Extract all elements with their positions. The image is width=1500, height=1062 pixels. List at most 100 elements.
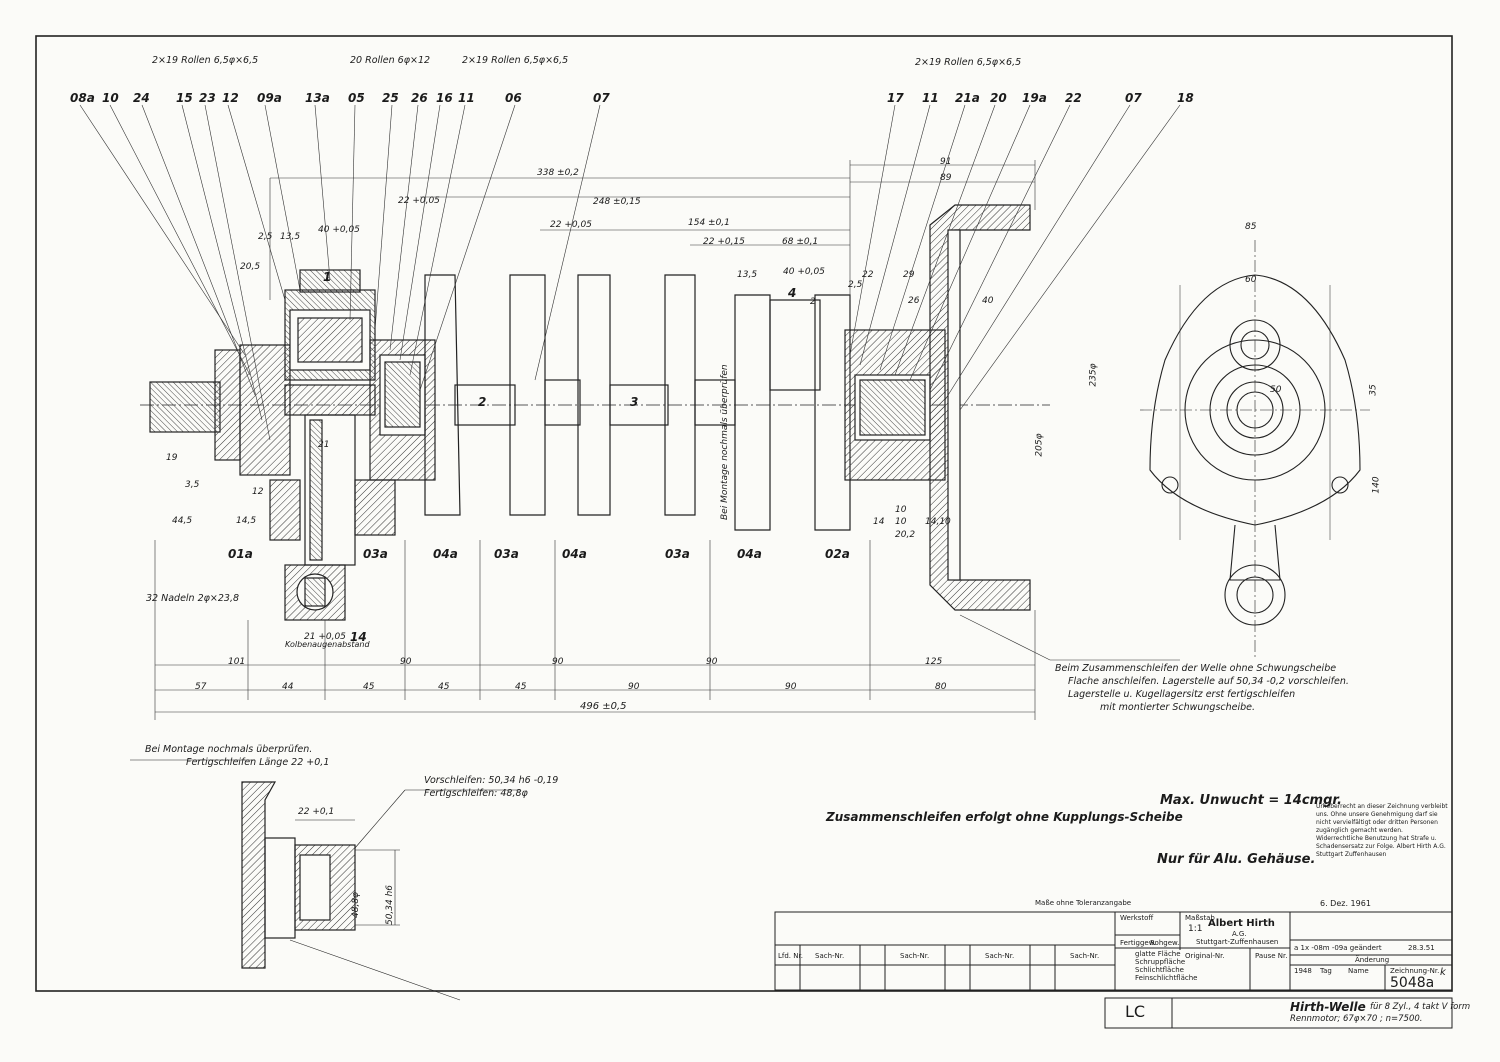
drawing-number: 5048a [1390,975,1435,991]
part-label: 21a [955,91,980,105]
surface-label: glatte Fläche [1135,950,1181,958]
original-label: Original-Nr. [1185,952,1225,960]
detail-fertig-note: Fertigschleifen Länge 22 +0,1 [186,757,330,768]
change-date: 28.3.51 [1408,944,1435,952]
part-label: 16 [436,91,453,105]
kolben-note: Kolbenaugenabstand [285,640,370,649]
zusammen-note: Zusammenschleifen erfolgt ohne Kupplungs… [826,810,1183,824]
drawing-title: Hirth-Welle [1290,1000,1366,1014]
zeichnung-label: Zeichnung-Nr. [1390,967,1440,975]
surface-label: Feinschlichtfläche [1135,974,1198,982]
dim: 35 [1368,384,1379,396]
change-row: a 1x -08m -09a geändert [1294,944,1382,952]
part-label: 20 [990,91,1007,105]
part-label: 12 [222,91,239,105]
year-label: 1948 [1294,967,1312,975]
dim-total: 496 ±0,5 [580,701,627,712]
right-note-line: Lagerstelle u. Kugellagersitz erst ferti… [1068,689,1296,700]
part-label: 09a [257,91,282,105]
part-label: 02a [825,547,850,561]
part-label: 17 [887,91,904,105]
dim: 90 [552,657,564,667]
dim: 22 +0,05 [398,196,440,206]
dim: 40 +0,05 [318,225,360,235]
dim: 12 [252,487,264,497]
lc-stamp: LC [1125,1002,1146,1021]
dim: 125 [925,657,943,667]
dim: 10 [895,517,907,527]
dim: 22 +0,15 [703,237,745,247]
dim: 140 [1371,476,1382,494]
pause-label: Pause Nr. [1255,952,1288,960]
right-note-line: Flache anschleifen. Lagerstelle auf 50,3… [1068,676,1349,687]
part-label: 11 [458,91,475,105]
dim: 22 +0,1 [298,807,335,817]
dim: 45 [363,682,375,692]
rollen-note-right: 2×19 Rollen 6,5φ×6,5 [915,57,1022,68]
massstab-label: Maßstab [1185,914,1215,922]
dim: 101 [228,657,246,667]
part-label: 14 [350,630,367,644]
right-note-line: Beim Zusammenschleifen der Welle ohne Sc… [1055,663,1337,674]
nadeln-note: 32 Nadeln 2φ×23,8 [146,593,240,604]
drawing-subtitle: für 8 Zyl., 4 takt V form [1370,1002,1471,1012]
name-label: Name [1348,967,1369,975]
dim: 48,8φ [350,892,361,918]
drawing-index: k [1440,967,1446,978]
end-view [1140,240,1370,660]
rollen-note-mid2: 2×19 Rollen 6,5φ×6,5 [462,55,569,66]
dim: 235φ [1088,363,1099,387]
part-label: 24 [133,91,150,105]
dim: 21 [318,440,330,450]
dim: 60 [1245,275,1257,285]
aenderung-label: Änderung [1355,956,1390,964]
part-label: 08a [70,91,95,105]
date-label: 6. Dez. 1961 [1320,899,1371,908]
dim: 2,5 [848,280,863,290]
dim: 14,10 [925,517,951,527]
dim: 21 +0,05 [304,632,346,642]
detail-montage-note: Bei Montage nochmals überprüfen. [145,744,313,755]
part-label: 03a [665,547,690,561]
dim: 89 [940,173,952,183]
dim: 22 [862,270,874,280]
part-label: 25 [382,91,399,105]
dim: 90 [706,657,718,667]
dim: 90 [785,682,797,692]
part-label: 15 [176,91,193,105]
lfd-label: Lfd. Nr. [778,952,803,960]
part-label: 22 [1065,91,1082,105]
border-frame [35,35,1453,992]
crank-number: 2 [478,395,487,409]
dim: 91 [940,157,952,167]
unwucht-note: Max. Unwucht = 14cmgr. [1160,793,1342,808]
crankshaft-section [140,204,1050,621]
part-label: 03a [494,547,519,561]
part-label: 01a [228,547,253,561]
part-label: 03a [363,547,388,561]
dim: 2 [810,297,816,307]
fertiggew-label: Fertiggew. [1120,939,1157,947]
part-label: 13a [305,91,330,105]
tag-label: Tag [1320,967,1332,975]
surface-label: Schlichtfläche [1135,966,1184,974]
dim: 85 [1245,222,1257,232]
dim: 205φ [1034,433,1045,457]
dim: 45 [438,682,450,692]
dim: 13,5 [280,232,301,242]
title-block [774,911,1453,1029]
dim: 14,5 [236,516,257,526]
dim: 20,2 [895,530,916,540]
dim: 80 [935,682,947,692]
dim: 248 ±0,15 [593,197,641,207]
crank-number: 1 [323,270,332,284]
rohgew-label: Rohgew. [1150,939,1180,947]
sachnr-label: Sach-Nr. [900,952,930,960]
sachnr-label: Sach-Nr. [985,952,1015,960]
part-label: 07 [1125,91,1142,105]
dimension-lines-top [269,160,1036,300]
dim: 3,5 [185,480,200,490]
scale-value: 1:1 [1188,924,1203,934]
dim: 26 [908,296,920,306]
vertical-note: Bei Montage nochmals überprüfen [720,364,730,520]
